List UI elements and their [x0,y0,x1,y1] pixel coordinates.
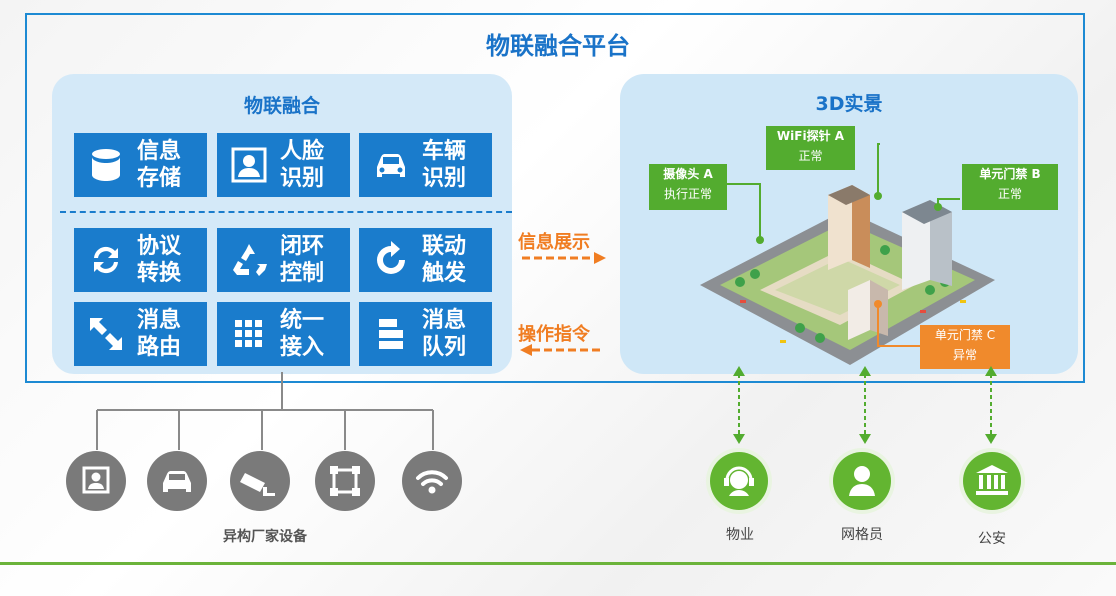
fusion-title: 物联融合 [243,95,320,117]
device-vehicle-camera[interactable] [147,451,207,511]
tile-label-bottom: 控制 [280,261,325,286]
callout-name: 摄像头 A [663,167,713,181]
face-id-icon [231,147,267,183]
tile-label-top: 人脸 [280,139,325,164]
devices-caption: 异构厂家设备 [223,529,307,545]
callout-lines [726,143,960,347]
refresh-icon [377,241,405,274]
tile-label-bottom: 识别 [280,166,325,191]
sync-icon [94,246,118,274]
scene-title: 3D实景 [815,93,883,115]
tile-label-top: 联动 [422,234,467,259]
tile-label-top: 闭环 [280,234,325,259]
user-label-grid-member: 网格员 [841,527,883,543]
car-icon [377,154,405,177]
tile-label-top: 消息 [422,308,467,333]
city-3d-illustration [700,185,995,365]
callout-status: 正常 [798,149,823,163]
user-label-police: 公安 [978,531,1006,547]
headset-agent-icon [724,466,754,496]
callout-status: 执行正常 [663,187,712,201]
tile-closed-loop-control[interactable]: 闭环控制 [217,228,350,292]
callout-name: WiFi探针 A [776,129,845,143]
platform-title: 物联融合平台 [486,32,630,60]
user-grid-member[interactable] [833,452,891,510]
tile-label-bottom: 存储 [137,166,182,191]
device-wifi[interactable] [402,451,462,511]
grid-icon [235,320,262,347]
cctv-camera-icon [240,473,275,496]
tile-label-bottom: 接入 [280,335,325,360]
user-label-property: 物业 [726,527,754,543]
tile-label-top: 协议 [137,234,182,259]
callout-status: 异常 [952,348,977,362]
arrow-left-icon [520,344,604,356]
tile-unified-access[interactable]: 统一接入 [217,302,350,366]
police-building-icon [976,465,1008,495]
tile-label-bottom: 识别 [422,166,467,191]
device-connector-lines [96,372,434,450]
callout-wifi-probe[interactable]: WiFi探针 A 正常 [766,126,855,170]
tile-label-bottom: 触发 [422,261,467,286]
tile-face-recognition[interactable]: 人脸识别 [217,133,350,197]
tile-label-top: 信息 [137,139,182,164]
callout-name: 单元门禁 C [934,328,996,342]
callout-status: 正常 [997,187,1022,201]
device-sensor[interactable] [315,451,375,511]
tile-message-routing[interactable]: 消息路由 [74,302,207,366]
database-icon [92,149,120,181]
device-cctv[interactable] [230,451,290,511]
tile-label-top: 统一 [280,308,325,333]
user-connector-arrows [733,366,997,444]
tile-protocol-conversion[interactable]: 协议转换 [74,228,207,292]
tile-label-bottom: 路由 [137,335,182,360]
device-face-camera[interactable] [66,451,126,511]
queue-icon [379,319,403,349]
face-id-icon [82,466,110,494]
tile-label-bottom: 队列 [422,335,467,360]
callout-camera[interactable]: 摄像头 A 执行正常 [649,164,727,210]
frame-icon [330,466,360,496]
info-display-label: 信息展示 [518,232,590,253]
user-police[interactable] [963,452,1021,510]
platform-frame [25,13,1085,383]
panel-divider [60,211,512,213]
callout-name: 单元门禁 B [979,167,1041,181]
bottom-divider [0,562,1116,565]
tile-label-top: 消息 [137,308,182,333]
expand-arrows-icon [90,318,122,350]
callout-door-c[interactable]: 单元门禁 C 异常 [920,325,1010,369]
operation-command-label: 操作指令 [518,324,590,345]
arrow-right-icon [522,252,606,264]
tile-message-queue[interactable]: 消息队列 [359,302,492,366]
recycle-icon [233,244,267,276]
tile-info-storage[interactable]: 信息存储 [74,133,207,197]
wifi-icon [416,470,448,494]
tile-linkage-trigger[interactable]: 联动触发 [359,228,492,292]
callout-door-b[interactable]: 单元门禁 B 正常 [962,164,1058,210]
tile-vehicle-recognition[interactable]: 车辆识别 [359,133,492,197]
person-icon [849,466,875,496]
tile-label-bottom: 转换 [137,261,182,286]
car-icon [163,471,191,492]
user-property[interactable] [710,452,768,510]
tile-label-top: 车辆 [422,139,467,164]
